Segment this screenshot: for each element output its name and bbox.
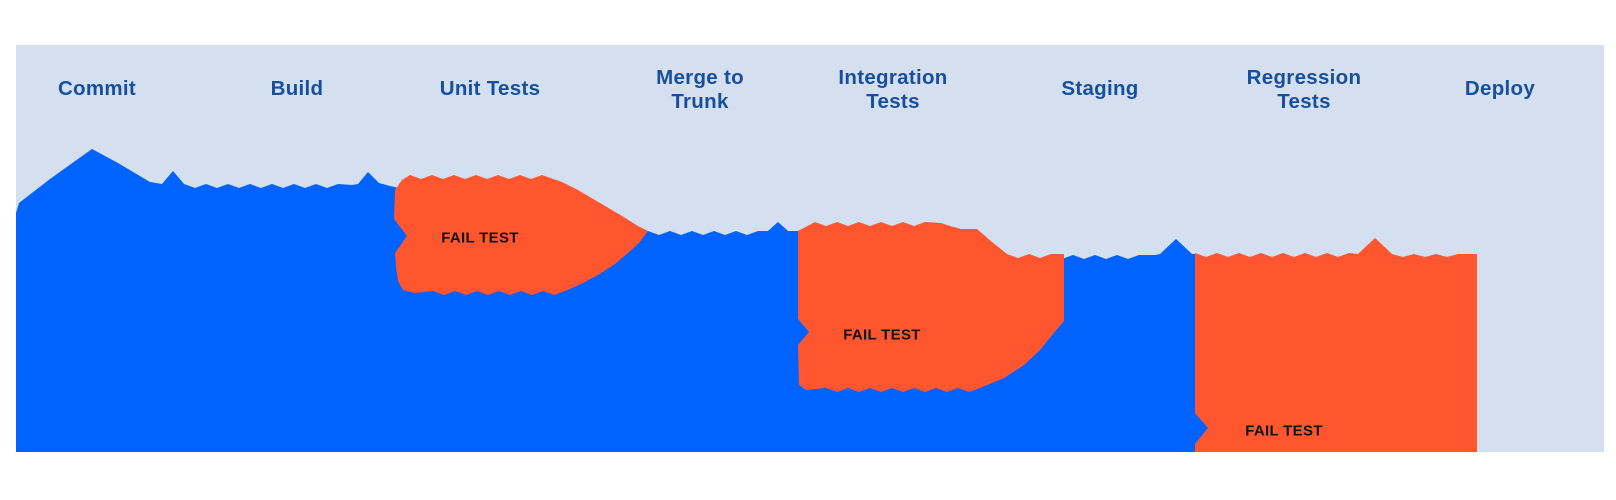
flow-stream-shape [16,149,1476,452]
stage-label-integration-tests: Integration Tests [838,66,948,113]
fail-region-unit-tests [394,175,648,295]
stage-label-unit-tests: Unit Tests [439,77,541,100]
fail-test-label-2: FAIL TEST [843,326,921,344]
stage-label-regression-tests: Regression Tests [1246,66,1362,113]
fail-test-label-3: FAIL TEST [1245,422,1323,440]
fail-region-integration-tests [798,222,1064,392]
stage-label-commit: Commit [57,77,137,100]
stage-label-deploy: Deploy [1464,77,1536,100]
stage-label-merge-to-trunk: Merge to Trunk [656,66,744,113]
fail-test-label-1: FAIL TEST [441,229,519,247]
stage-label-staging: Staging [1061,77,1139,100]
stage-label-build: Build [270,77,324,100]
fail-region-regression-tests [1195,238,1477,452]
